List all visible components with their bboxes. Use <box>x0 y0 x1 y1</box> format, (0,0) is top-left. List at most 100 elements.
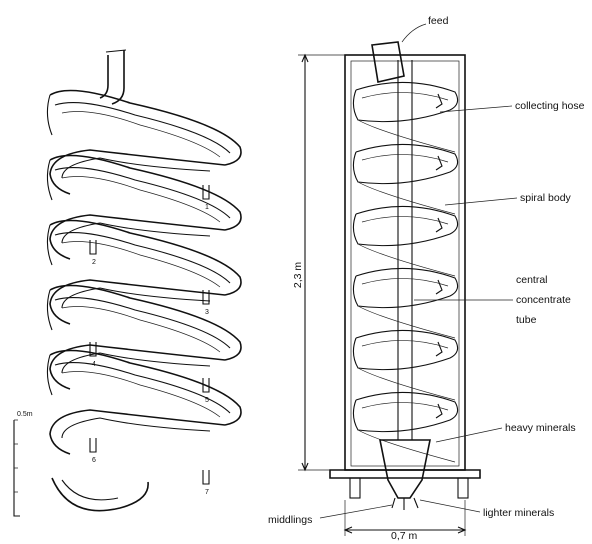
spiral-left-rim <box>46 354 53 396</box>
width-label: 0,7 m <box>391 530 418 542</box>
frame-hose-outlet <box>435 217 443 233</box>
spiral-turn-outer-edge <box>49 89 242 166</box>
spiral-turn-back-edge <box>49 149 226 195</box>
frame-hose-outlet <box>435 93 443 109</box>
leader-feed <box>401 23 427 43</box>
base-plate <box>329 469 481 479</box>
frame-spiral-turn <box>352 267 459 309</box>
outlet-number: 2 <box>92 259 96 266</box>
spiral-turn-groove <box>61 111 221 158</box>
outlet-spout <box>202 185 210 200</box>
spiral-turn-inner-edge <box>54 296 231 349</box>
feed-pipe-outer <box>99 55 109 99</box>
spiral-turn-back-edge <box>49 214 226 260</box>
spiral-turn-back-inner <box>61 287 211 309</box>
outlet-spout <box>89 438 97 453</box>
spiral-turn-inner-edge <box>54 101 231 154</box>
leader-heavy-minerals <box>435 427 503 443</box>
outlet-number: 7 <box>205 489 209 496</box>
outlet-spouts: 1 2 3 4 5 6 7 <box>89 185 210 496</box>
frame-spiral-turns <box>352 81 459 463</box>
callouts: feed collecting hose spiral body central… <box>268 15 585 526</box>
outlet-number: 3 <box>205 309 209 316</box>
outlet-spout <box>202 290 210 305</box>
outlet-spout <box>202 378 210 393</box>
outlet-number: 1 <box>205 204 209 211</box>
frame-spiral-groove <box>361 154 449 163</box>
left-foot <box>349 477 361 499</box>
frame-spiral-descent <box>357 367 456 401</box>
central-concentrate-tube <box>397 60 413 440</box>
outlet-spout <box>89 240 97 255</box>
spiral-frame-drawing: 2,3 m 0,7 m <box>292 41 481 542</box>
scale-bar <box>13 420 20 517</box>
frame-spiral-descent <box>357 429 456 463</box>
height-extension-lines <box>298 54 345 471</box>
outlet-number: 5 <box>205 397 209 404</box>
frame-spiral-turn <box>352 329 459 371</box>
spiral-turn-groove <box>61 371 221 418</box>
label-lighter-minerals: lighter minerals <box>483 507 554 519</box>
spiral-turn-back-edge <box>49 409 226 455</box>
outlet-spout <box>202 470 210 485</box>
scale-ticks <box>14 419 18 493</box>
spiral-turn-outer-edge <box>49 219 242 296</box>
spiral-turn-inner-edge <box>54 361 231 414</box>
leader-middlings <box>319 504 393 519</box>
spiral-left-rim <box>46 94 53 136</box>
label-central-1: central <box>516 274 548 286</box>
outlet-number: 6 <box>92 457 96 464</box>
label-central-3: tube <box>516 314 537 326</box>
spiral-left-rim <box>46 224 53 266</box>
frame-spiral-descent <box>357 119 456 153</box>
height-label: 2,3 m <box>292 262 304 289</box>
frame-spiral-turn <box>352 391 459 433</box>
frame-spiral-turn <box>352 143 459 185</box>
spiral-turns <box>46 89 242 455</box>
collector-funnel <box>379 439 431 499</box>
frame-spiral-descent <box>357 181 456 215</box>
label-collecting-hose: collecting hose <box>515 100 585 112</box>
outlet-nozzles <box>391 497 419 510</box>
frame-hose-outlet <box>435 279 443 295</box>
frame-hose-outlet <box>435 155 443 171</box>
spiral-turn-outer-edge <box>49 349 242 426</box>
leader-collecting-hose <box>439 105 513 113</box>
label-feed: feed <box>428 15 449 27</box>
height-arrows <box>301 53 309 472</box>
label-middlings: middlings <box>268 514 312 526</box>
spiral-turn-inner-edge <box>54 166 231 219</box>
bottom-trough-inner <box>61 479 119 501</box>
spiral-turn-outer-edge <box>49 284 242 361</box>
frame-spiral-groove <box>361 278 449 287</box>
bottom-trough <box>51 477 149 512</box>
frame-hose-outlet <box>435 403 443 419</box>
frame-hose-outlet <box>435 341 443 357</box>
spiral-turn-back-edge <box>49 344 226 390</box>
frame-spiral-groove <box>361 402 449 411</box>
feed-box <box>371 41 405 83</box>
spiral-turn-inner-edge <box>54 231 231 284</box>
label-spiral-body: spiral body <box>520 192 572 204</box>
spiral-turn-back-edge <box>49 279 226 325</box>
spiral-left-rim <box>46 289 53 331</box>
frame-inner <box>350 60 460 467</box>
spiral-turn-groove <box>61 306 221 353</box>
spiral-turn-groove <box>61 176 221 223</box>
frame-spiral-turn <box>352 81 459 123</box>
outlet-number: 4 <box>92 361 96 368</box>
spiral-turn-groove <box>61 241 221 288</box>
outlet-spout <box>89 342 97 357</box>
label-heavy-minerals: heavy minerals <box>505 422 576 434</box>
frame-spiral-groove <box>361 216 449 225</box>
frame-spiral-descent <box>357 305 456 339</box>
spiral-turn-back-inner <box>61 222 211 244</box>
frame-spiral-groove <box>361 340 449 349</box>
spiral-turn-back-inner <box>61 417 211 439</box>
feed-pipe-top <box>105 49 127 53</box>
spiral-turn-back-inner <box>61 157 211 179</box>
frame-spiral-turn <box>352 205 459 247</box>
